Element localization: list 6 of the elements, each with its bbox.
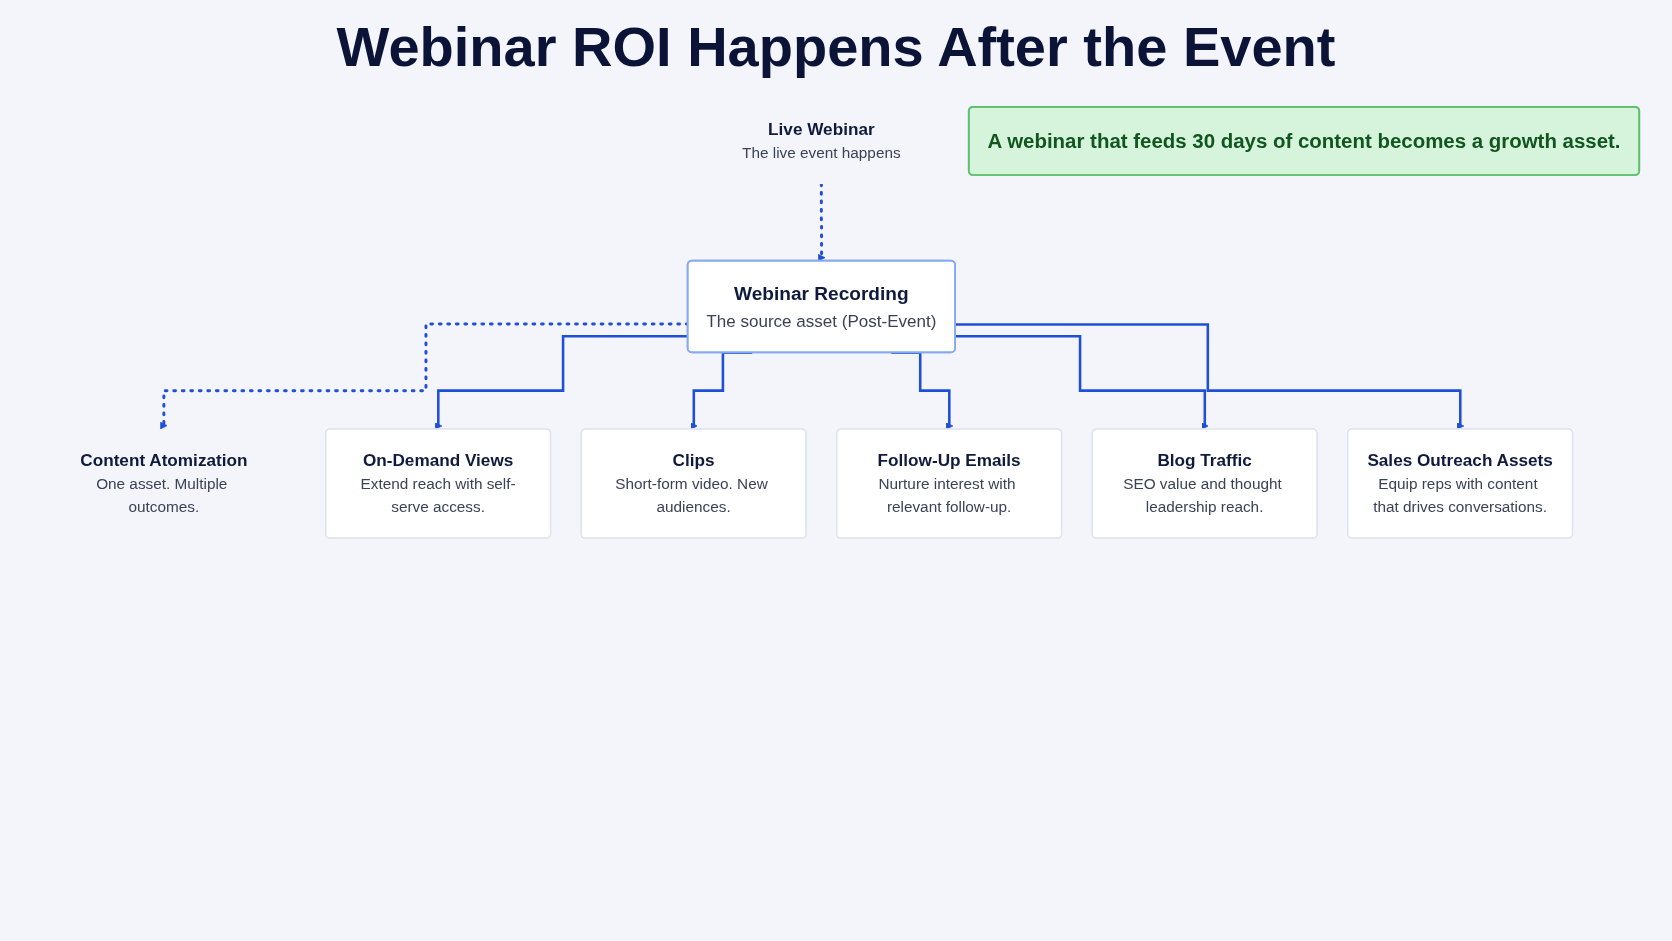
arrow — [955, 335, 1209, 430]
node-text: Content Atomization One asset. Multiple outcomes. — [80, 451, 248, 517]
node-text: Live Webinar The live event happens — [742, 119, 901, 162]
arrow — [955, 323, 1465, 430]
arrow — [818, 182, 826, 262]
diagram-title: Webinar ROI Happens After the Event — [336, 14, 1336, 79]
